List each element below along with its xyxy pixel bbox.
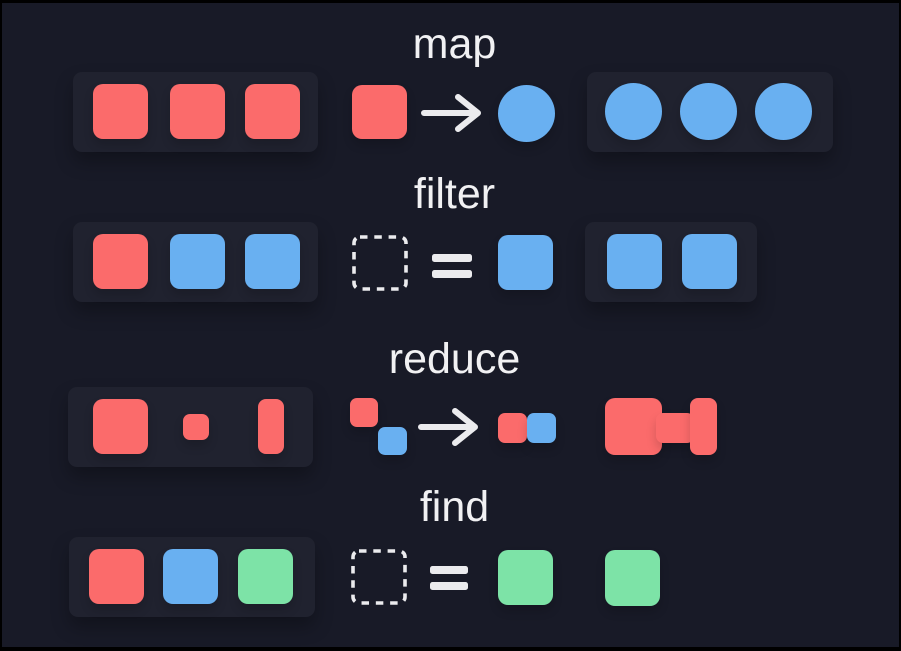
filter-equals-icon — [432, 254, 472, 278]
filter-input-item-1 — [93, 234, 148, 289]
map-output-item-1 — [605, 83, 662, 140]
find-label: find — [419, 483, 490, 531]
map-output-item-3 — [755, 83, 812, 140]
equals-bar — [430, 566, 468, 574]
map-arrow-icon — [421, 94, 481, 132]
map-transform-output-item — [498, 85, 555, 142]
reduce-combined-red-item — [498, 413, 527, 443]
reduce-input-item-1 — [93, 399, 148, 454]
find-result-item — [605, 550, 660, 606]
map-input-item-1 — [93, 84, 148, 139]
find-criteria-item — [498, 550, 553, 605]
filter-output-item-2 — [682, 234, 737, 289]
find-input-item-1 — [89, 549, 144, 604]
reduce-current-item — [378, 427, 407, 455]
equals-bar — [432, 270, 472, 278]
find-input-item-3 — [238, 549, 293, 604]
reduce-accumulator-item — [350, 398, 378, 427]
equals-bar — [432, 254, 472, 262]
map-output-item-2 — [680, 83, 737, 140]
filter-input-item-2 — [170, 234, 225, 289]
reduce-input-item-2 — [183, 414, 209, 440]
filter-label: filter — [413, 170, 496, 218]
map-input-item-3 — [245, 84, 300, 139]
map-input-item-2 — [170, 84, 225, 139]
filter-input-item-3 — [245, 234, 300, 289]
find-placeholder-box — [351, 549, 407, 605]
map-transform-input-item — [352, 85, 407, 139]
find-equals-icon — [430, 566, 468, 590]
reduce-result-connector — [656, 413, 694, 443]
map-label: map — [412, 20, 497, 68]
filter-criteria-item — [498, 235, 553, 290]
reduce-arrow-icon — [418, 408, 478, 446]
filter-output-item-1 — [607, 234, 662, 289]
find-input-item-2 — [163, 549, 218, 604]
reduce-input-item-3 — [258, 399, 284, 454]
reduce-result-right-block — [690, 398, 717, 455]
reduce-label: reduce — [388, 335, 521, 383]
filter-placeholder-box — [352, 235, 408, 291]
equals-bar — [430, 582, 468, 590]
reduce-combined-blue-item — [527, 413, 556, 443]
reduce-result-left-block — [605, 398, 662, 455]
